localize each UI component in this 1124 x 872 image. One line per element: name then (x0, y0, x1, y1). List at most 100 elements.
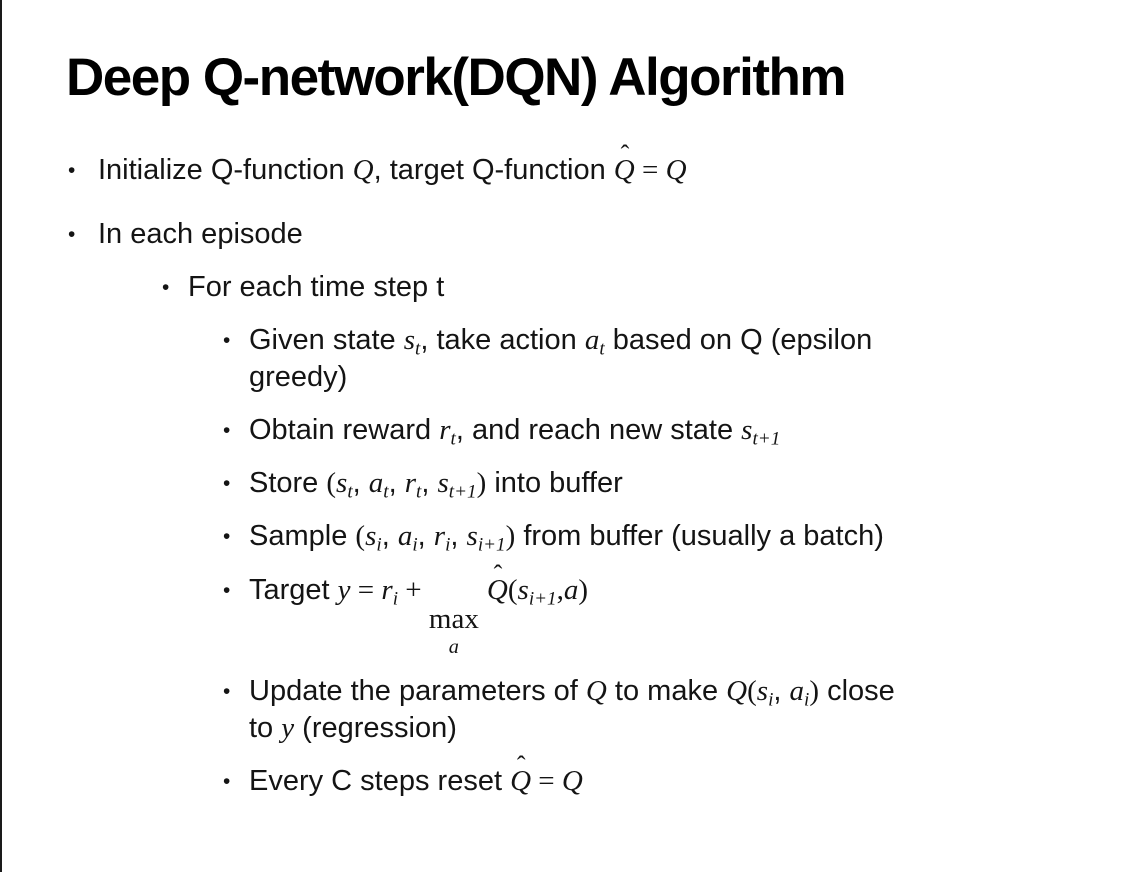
text-segment: Store (249, 467, 327, 500)
math-var: at (584, 323, 605, 360)
text-segment: (regression) (294, 711, 457, 744)
bullet-content: Initialize Q-function Q, target Q-functi… (98, 140, 1086, 189)
subscript: i (804, 689, 810, 711)
text-segment: , and reach new state (455, 414, 742, 447)
bullet-icon: • (223, 578, 231, 602)
text-segment: based on Q (epsilon (604, 323, 873, 356)
math-operator: = (350, 573, 382, 606)
bullet-content: Sample (si, ai, ri, si+1) from buffer (u… (249, 518, 1086, 555)
math-var: si+1 (466, 520, 506, 557)
text-segment: to (249, 711, 282, 744)
subscript: t+1 (752, 428, 781, 450)
math-var: Q (585, 674, 607, 707)
text-segment: close (819, 674, 895, 707)
subscript: t (347, 482, 353, 504)
math-var: st+1 (437, 467, 477, 504)
subscript: i+1 (528, 588, 557, 610)
text-segment: Obtain reward (249, 414, 440, 447)
math-var: ri (433, 520, 451, 557)
math-var: si (756, 674, 774, 711)
bullet-content: Given state st, take action at based on … (249, 322, 1086, 396)
bullet-content: In each episode (98, 216, 1086, 253)
max-under-var: a (448, 635, 459, 658)
bullet-content: Obtain reward rt, and reach new state st… (249, 412, 1086, 449)
subscript: i (445, 535, 451, 557)
bullet-item: • Given state st, take action at based on… (66, 322, 1086, 396)
math-operator: , (556, 573, 564, 606)
text-segment: Every C steps reset (249, 765, 511, 798)
bullet-item: •For each time step t (66, 269, 1086, 306)
text-segment: , (421, 467, 438, 500)
hat-icon: ˆ (620, 140, 630, 170)
text-segment: Initialize Q-function (98, 153, 353, 186)
bullet-item: • Obtain reward rt, and reach new state s… (66, 412, 1086, 449)
bullet-list: •Initialize Q-function Q, target Q-funct… (66, 140, 1086, 801)
math-var: y (337, 573, 351, 606)
math-var: Q (561, 765, 583, 798)
math-operator: ( (355, 520, 366, 553)
text-segment: , take action (420, 323, 585, 356)
hat-icon: ˆ (493, 559, 503, 589)
subscript: i (392, 588, 399, 610)
math-operator: + (398, 573, 429, 606)
text-segment: , target Q-function (373, 153, 614, 186)
math-var: at (368, 467, 389, 504)
bullet-item: •Update the parameters of Q to make Q(si… (66, 673, 1086, 747)
bullet-item: • Sample (si, ai, ri, si+1) from buffer (… (66, 518, 1086, 555)
bullet-icon: • (68, 222, 76, 246)
math-var: si+1 (517, 573, 557, 610)
text-segment: Target (249, 573, 338, 606)
text-segment (479, 574, 487, 606)
bullet-icon: • (68, 158, 76, 182)
bullet-icon: • (223, 525, 231, 549)
bullet-icon: • (223, 328, 231, 352)
subscript: t (599, 338, 605, 360)
bullet-icon: • (223, 770, 231, 794)
math-var: Q (665, 153, 687, 186)
text-segment: Given state (249, 323, 404, 356)
bullet-content: Store (st, at, rt, st+1) into buffer (249, 465, 1086, 502)
text-segment: , (450, 520, 467, 553)
math-var: Q (352, 153, 374, 186)
math-operator: ) (476, 467, 487, 500)
bullet-icon: • (223, 419, 231, 443)
text-segment: to make (606, 674, 727, 707)
subscript: t (383, 482, 389, 504)
bullet-item: • Store (st, at, rt, st+1) into buffer (66, 465, 1086, 502)
subscript: i (376, 535, 382, 557)
text-segment: greedy) (249, 361, 348, 394)
text-segment: , (388, 467, 405, 500)
text-segment: Update the parameters of (249, 674, 586, 707)
bullet-icon: • (223, 679, 231, 703)
subscript: t+1 (448, 482, 477, 504)
bullet-icon: • (223, 472, 231, 496)
math-var: Q (726, 674, 748, 707)
subscript: i (412, 535, 418, 557)
math-operator: ) (809, 674, 820, 707)
bullet-item: • In each episode (66, 216, 1086, 253)
math-var: ai (789, 674, 810, 711)
bullet-item: •Initialize Q-function Q, target Q-funct… (66, 140, 1086, 189)
text-segment: For each time step t (188, 270, 445, 303)
text-segment: , (773, 674, 790, 707)
math-operator: ) (505, 520, 516, 553)
subscript: t (416, 482, 422, 504)
text-segment: , (352, 467, 369, 500)
bullet-content: For each time step t (188, 269, 1086, 306)
math-var: st+1 (741, 414, 781, 450)
text-segment: In each episode (98, 217, 303, 250)
subscript: i (768, 689, 774, 711)
text-segment: from buffer (usually a batch) (515, 520, 884, 553)
subscript: t (415, 338, 421, 360)
math-var: ri (381, 573, 399, 610)
math-operator: = (634, 153, 666, 186)
math-var: rt (439, 414, 456, 450)
